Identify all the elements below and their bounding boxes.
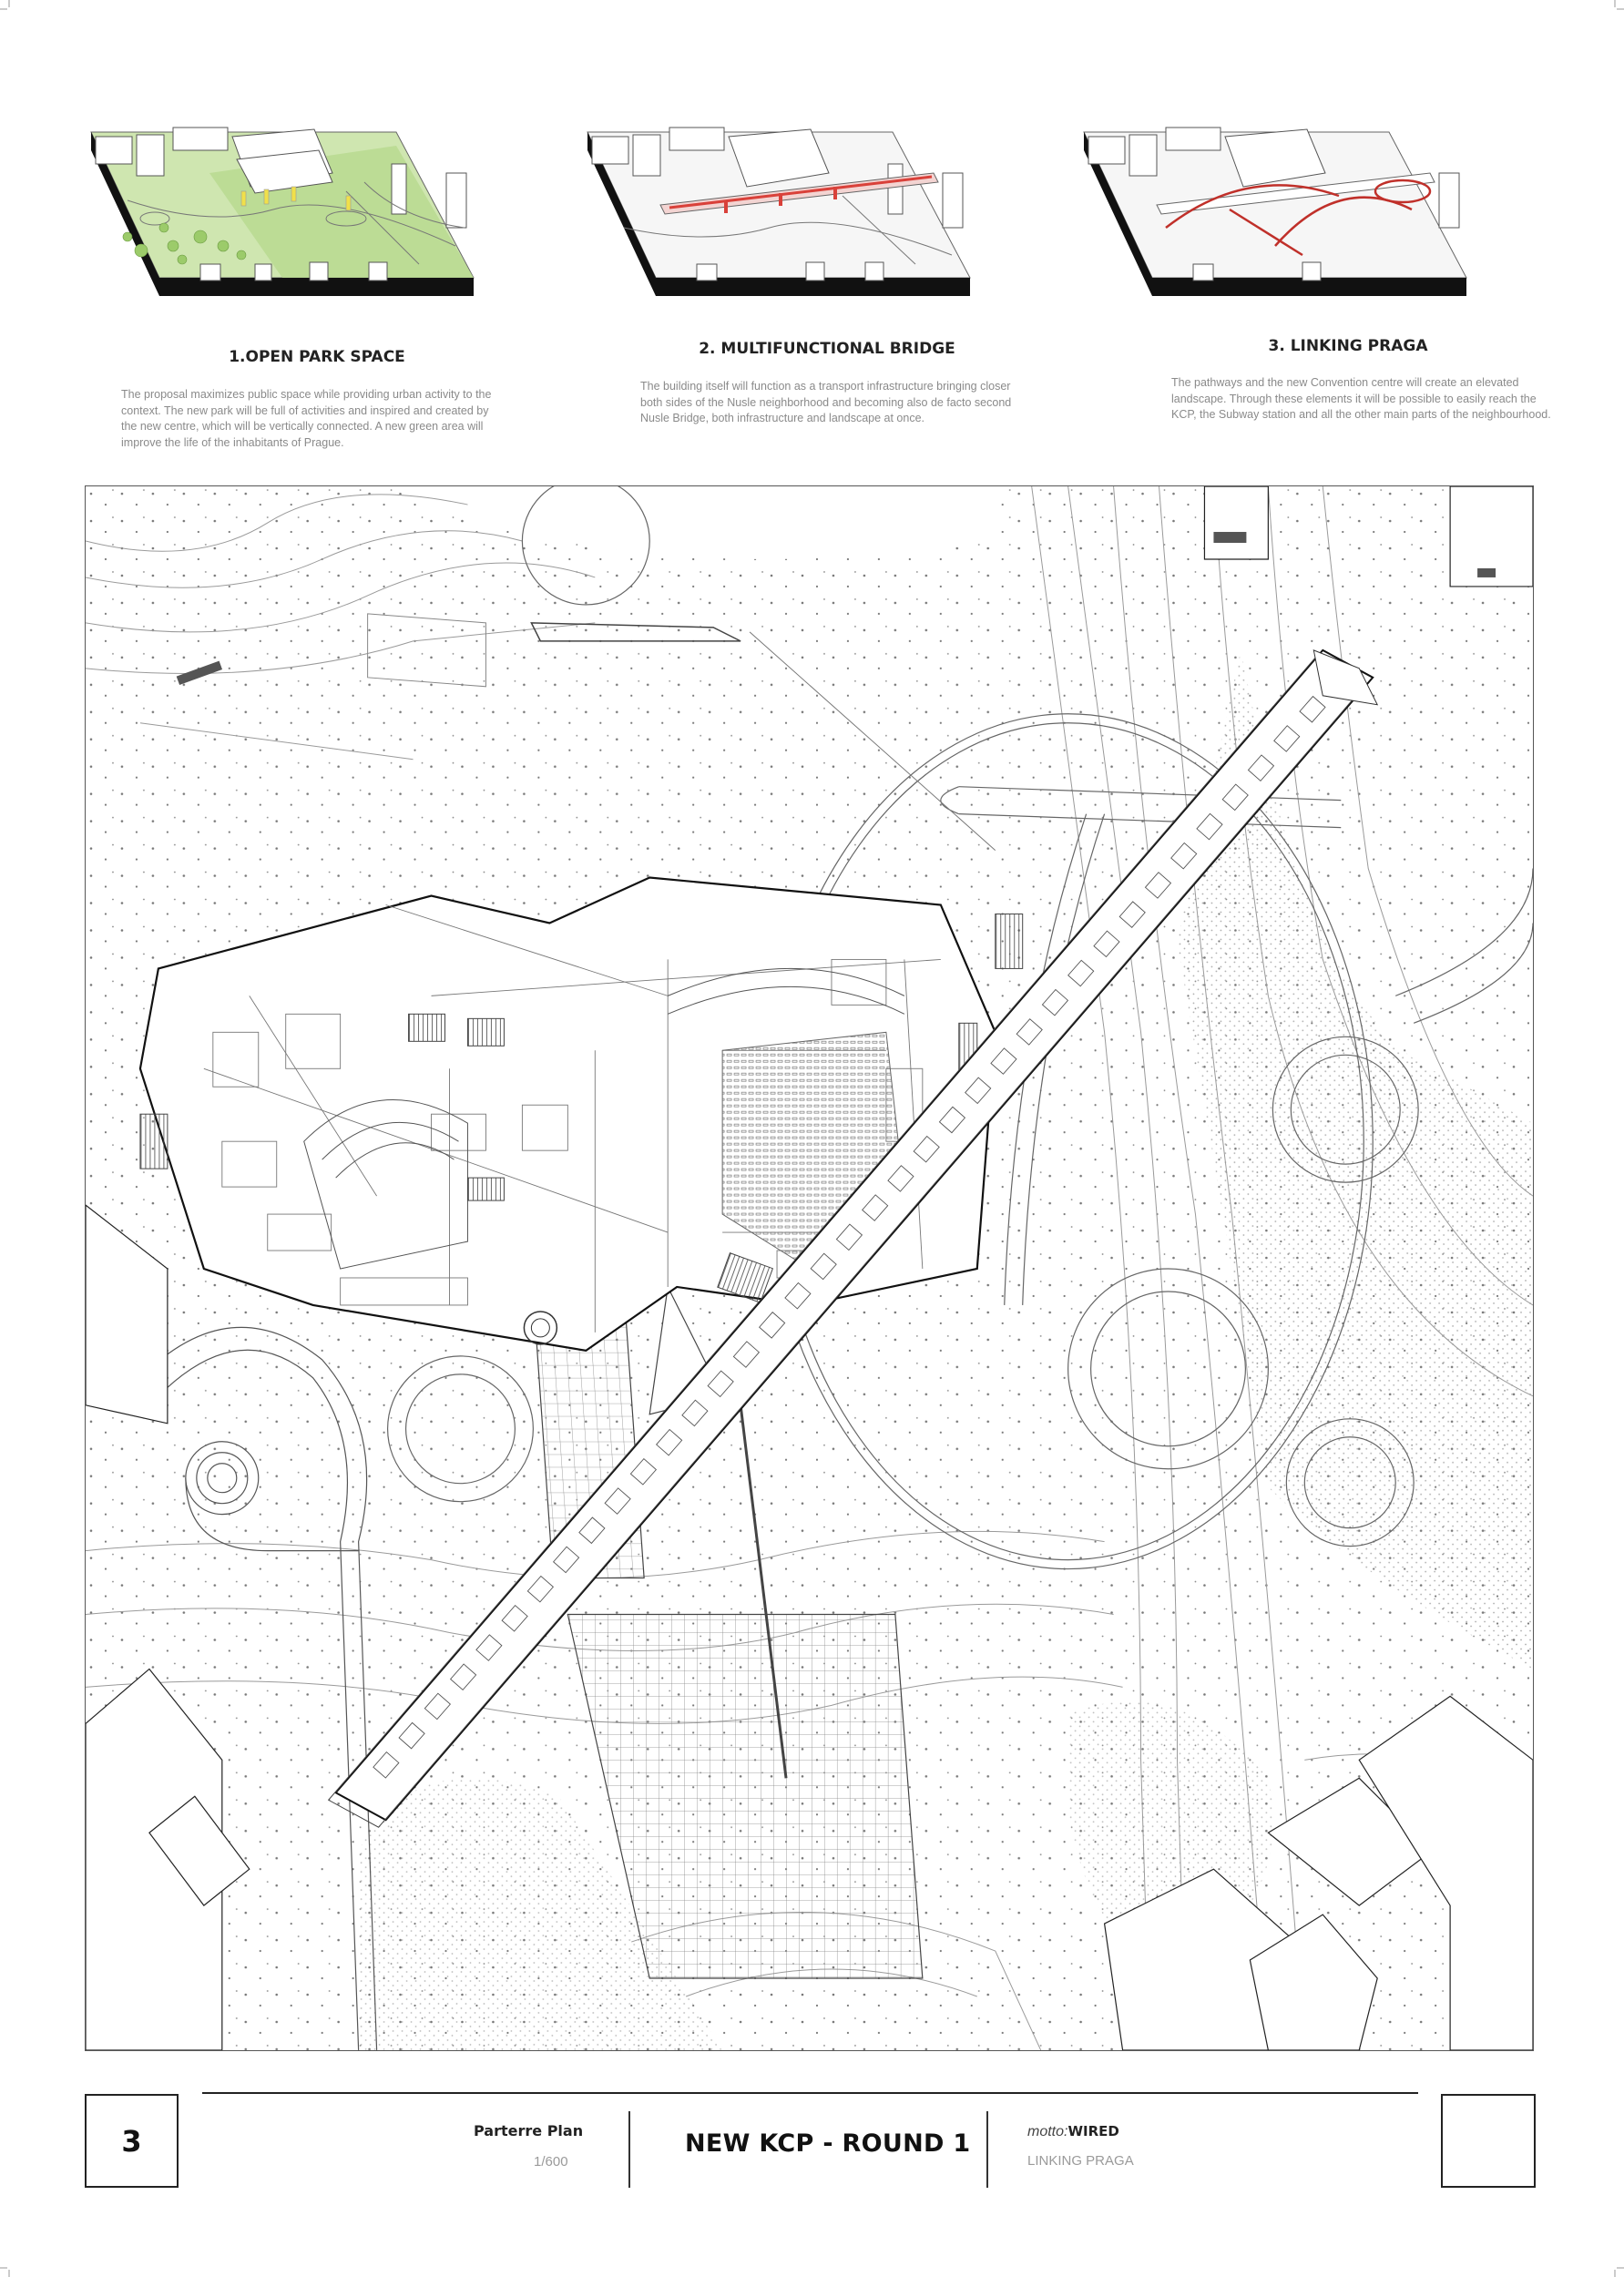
- footer-separator-left: [628, 2111, 630, 2188]
- concept-2-title: 2. MULTIFUNCTIONAL BRIDGE: [699, 340, 955, 358]
- crop-mark-bottom-right: [1614, 2267, 1624, 2277]
- empty-corner-box: [1441, 2094, 1536, 2188]
- concept-1-text: The proposal maximizes public space whil…: [121, 388, 492, 449]
- footer-rule: [202, 2092, 1418, 2094]
- page-number: 3: [121, 2123, 142, 2159]
- concept-diagram-bridge: [569, 109, 1061, 328]
- concept-2-text: The building itself will function as a t…: [640, 380, 1012, 424]
- crop-mark-top-right: [1614, 0, 1624, 10]
- concept-diagram-park: [73, 109, 565, 328]
- bridge-building: [327, 648, 1379, 1828]
- spiral-ramp: [139, 1326, 378, 2050]
- concept-diagram-linking: [1066, 109, 1558, 328]
- motto-word: WIRED: [1067, 2123, 1119, 2139]
- grid-platform-south: [567, 1613, 924, 1979]
- project-subtitle: LINKING PRAGA: [1027, 2153, 1134, 2169]
- city-blocks: [86, 486, 1533, 2050]
- motto: motto:WIRED: [1027, 2122, 1119, 2140]
- crop-mark-bottom-left: [0, 2267, 10, 2277]
- plan-label: Parterre Plan: [474, 2122, 584, 2139]
- concept-1-title: 1.OPEN PARK SPACE: [229, 348, 405, 366]
- concept-3-text: The pathways and the new Convention cent…: [1171, 376, 1551, 421]
- parterre-plan-drawing: [85, 485, 1534, 2051]
- motto-prefix: motto:: [1027, 2124, 1068, 2139]
- crop-mark-top-left: [0, 0, 10, 10]
- scale-label: 1/600: [534, 2154, 568, 2170]
- concept-3-title: 3. LINKING PRAGA: [1268, 337, 1428, 355]
- project-title: NEW KCP - ROUND 1: [685, 2129, 971, 2158]
- footer-separator-right: [986, 2111, 988, 2188]
- page-number-box: 3: [85, 2094, 179, 2188]
